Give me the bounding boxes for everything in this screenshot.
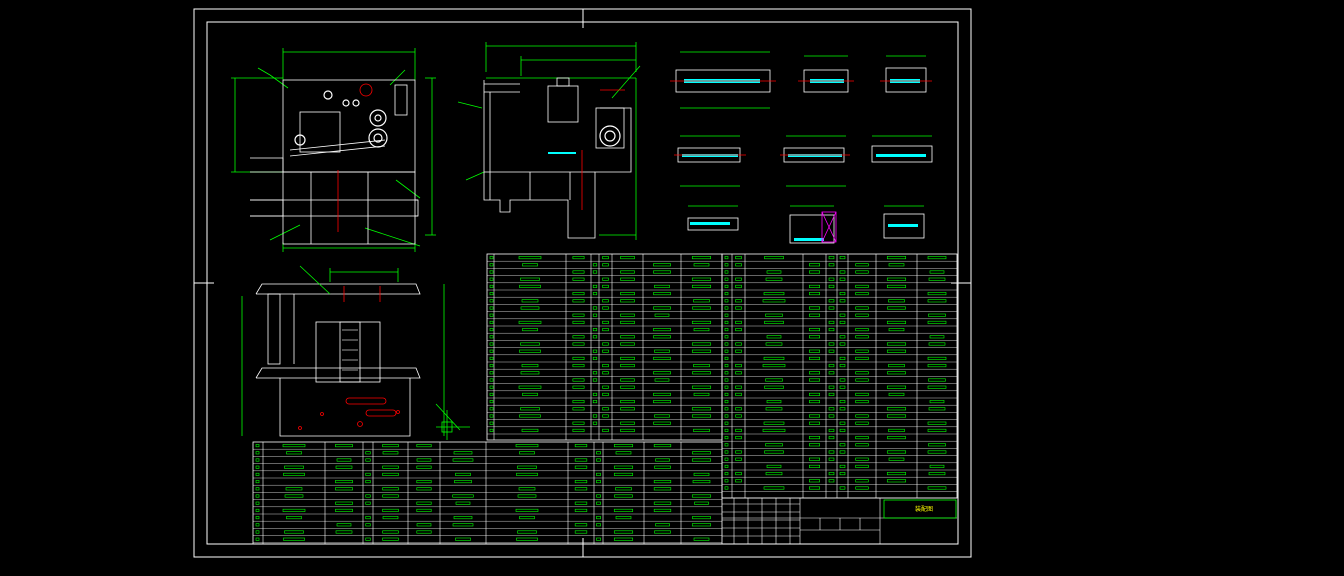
title-block-grid [722,497,957,544]
title-block-name: 装配图 [915,505,933,513]
sheet-frame [193,8,972,558]
parts-list-tables [252,253,958,545]
side-section-view [457,42,641,240]
plan-view [241,265,470,440]
title-block: 装配图 [883,499,957,519]
parts-list-upper-left [486,253,723,441]
parts-list-lower [252,441,723,545]
front-section-view [231,48,436,252]
detail-views [670,51,933,244]
parts-list-upper-right [721,253,958,499]
